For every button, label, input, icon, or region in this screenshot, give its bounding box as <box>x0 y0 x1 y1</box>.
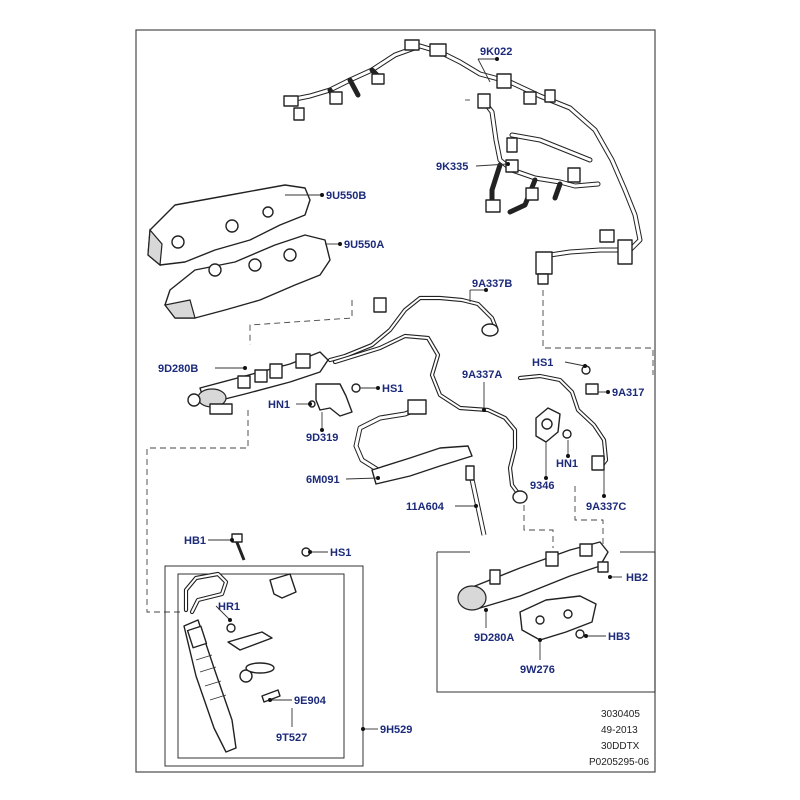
callout-9346: 9346 <box>530 480 554 492</box>
callout-HS1-sensor: HS1 <box>532 357 553 369</box>
rail-group-box <box>436 551 656 693</box>
callout-9A337C: 9A337C <box>586 501 626 513</box>
callout-9K335: 9K335 <box>436 161 468 173</box>
pump-bracket-9W276 <box>519 595 597 641</box>
callout-HN1-sensor: HN1 <box>556 458 578 470</box>
fuel-pipe-9A337C <box>517 365 609 471</box>
glow-plug-harness-6M091 <box>353 399 473 485</box>
callout-9K022: 9K022 <box>480 46 512 58</box>
leak-off-pipe <box>183 571 229 615</box>
callout-9D280A: 9D280A <box>474 632 514 644</box>
assembly-dash-lines <box>146 99 654 613</box>
injector-inner-box <box>177 573 345 759</box>
injector-fasteners <box>231 533 311 599</box>
fuel-pipe-9A337A <box>332 333 528 504</box>
pressure-sensor-9346 <box>535 407 572 478</box>
injector-clamp <box>227 631 281 703</box>
callout-9A337A: 9A337A <box>462 369 502 381</box>
callout-9A337B: 9A337B <box>472 278 512 290</box>
reference-line-3: 30DDTX <box>601 741 640 752</box>
callout-HB3: HB3 <box>608 631 630 643</box>
reference-block: 3030405 49-2013 30DDTX P0205295-06 <box>589 709 649 768</box>
callout-9U550A: 9U550A <box>344 239 384 251</box>
callout-9D280B: 9D280B <box>158 363 198 375</box>
injector-group-box <box>164 565 364 767</box>
callout-9E904: 9E904 <box>294 695 327 707</box>
reference-line-4: P0205295-06 <box>589 757 649 768</box>
callout-9A317: 9A317 <box>612 387 644 399</box>
callout-HB1: HB1 <box>184 535 206 547</box>
fuel-rail-9D280A <box>457 541 609 611</box>
callout-11A604: 11A604 <box>406 501 445 513</box>
engine-cover-lower <box>163 234 340 319</box>
callout-9W276: 9W276 <box>520 664 555 676</box>
callout-HS1-upper-rail: HS1 <box>382 383 403 395</box>
wiring-harness <box>283 39 643 285</box>
engine-cover-upper <box>147 184 322 267</box>
fuel-pipe-9A337B <box>327 290 499 363</box>
reference-line-2: 49-2013 <box>601 725 638 736</box>
callout-6M091: 6M091 <box>306 474 340 486</box>
reference-line-1: 3030405 <box>601 709 640 720</box>
leader-dots <box>228 57 612 731</box>
callout-9U550B: 9U550B <box>326 190 366 202</box>
fuel-rail-9D280B <box>187 351 329 415</box>
callout-labels: 9K022 9K335 9U550B 9U550A 9A337B 9D280B … <box>158 46 648 744</box>
bracket-9D319 <box>308 383 361 417</box>
callout-HS1-injector: HS1 <box>330 547 351 559</box>
glow-plug-11A604 <box>465 465 487 536</box>
callout-HN1-bracket: HN1 <box>268 399 290 411</box>
callout-9H529: 9H529 <box>380 724 412 736</box>
callout-9T527: 9T527 <box>276 732 307 744</box>
callout-HR1: HR1 <box>218 601 240 613</box>
injector-9T527 <box>183 619 237 753</box>
callout-9D319: 9D319 <box>306 432 338 444</box>
callout-HB2: HB2 <box>626 572 648 584</box>
